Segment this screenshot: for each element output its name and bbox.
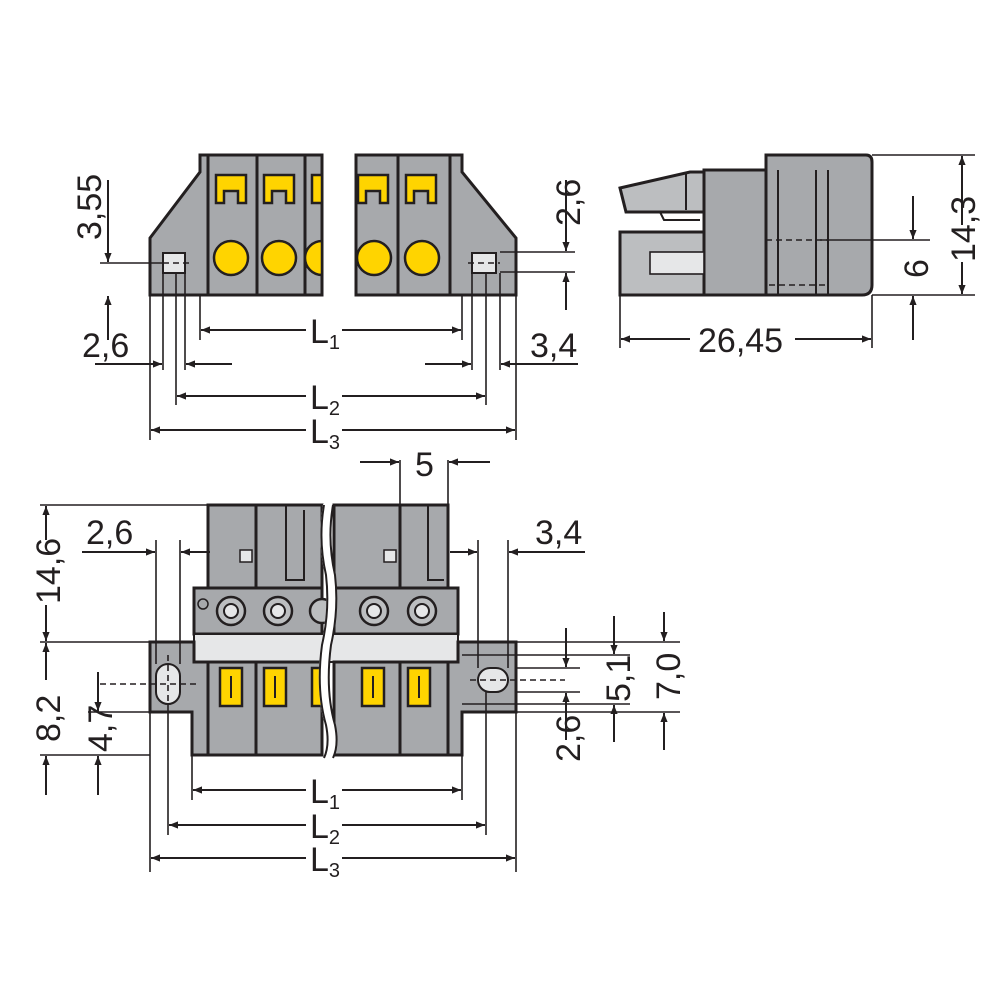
dim-14-3: 14,3 [945,196,983,262]
push-button-row [214,173,438,205]
dim-7-0: 7,0 [650,653,688,700]
side-view: 14,3 6 26,45 [618,153,983,360]
dim-4-7: 4,7 [82,705,120,752]
label-L1-top: L1 [310,313,340,354]
label-L3-front: L3 [310,841,340,882]
dim-2-6-front-right: 2,6 [550,715,588,762]
top-view: 3,55 2,6 2,6 3,4 L1 L2 L3 [71,153,588,454]
label-L2-front: L2 [310,808,340,849]
label-L2-top: L2 [310,379,340,420]
dim-2-6-top-right: 2,6 [550,179,588,226]
dim-8-2: 8,2 [30,695,68,742]
dim-14-6: 14,6 [30,538,68,604]
label-L1-front: L1 [310,773,340,814]
dim-2-6-left: 2,6 [82,327,129,365]
front-view: 5 2,6 3,4 14,6 8,2 4,7 2,6 5,1 7,0 [30,446,688,882]
dim-5: 5 [415,446,434,484]
dim-6: 6 [898,259,936,278]
dim-2-6-front: 2,6 [86,514,133,552]
dim-3-4-top: 3,4 [530,327,577,365]
label-L3-top: L3 [310,413,340,454]
dim-3-55: 3,55 [71,174,109,240]
dim-3-4-front: 3,4 [535,514,582,552]
contact-row [218,666,432,708]
dim-5-1: 5,1 [600,655,638,702]
dim-26-45: 26,45 [698,322,783,360]
wire-entry-row [212,239,441,277]
